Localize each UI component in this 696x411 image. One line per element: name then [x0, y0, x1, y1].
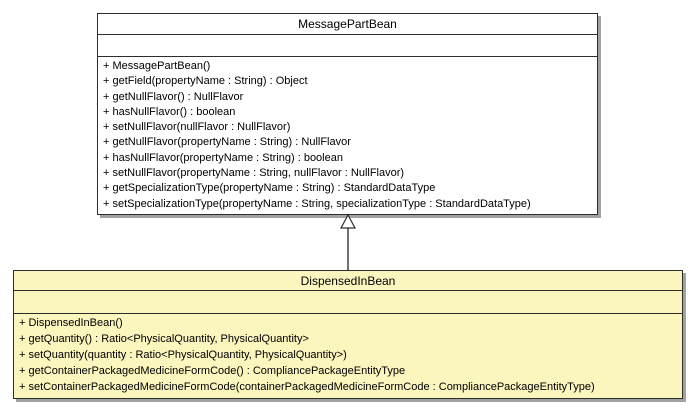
- method-signature: + hasNullFlavor(propertyName : String) :…: [103, 151, 343, 164]
- method-signature: + getQuantity() : Ratio<PhysicalQuantity…: [19, 333, 309, 345]
- methods-compartment: + MessagePartBean() + getField(propertyNa…: [98, 57, 597, 214]
- method-signature: + setContainerPackagedMedicineFormCode(c…: [19, 381, 595, 393]
- method-signature: + setNullFlavor(propertyName : String, n…: [103, 167, 405, 180]
- method-signature: + getSpecializationType(propertyName : S…: [103, 182, 436, 195]
- class-box-messagepartbean[interactable]: MessagePartBean + MessagePartBean() + get…: [97, 13, 598, 215]
- method-signature: + getNullFlavor() : NullFlavor: [103, 90, 244, 103]
- method-signature: + setNullFlavor(nullFlavor : NullFlavor): [103, 121, 291, 134]
- class-box-dispensedinbean[interactable]: DispensedInBean + DispensedInBean() + get…: [13, 270, 683, 399]
- class-title-messagepartbean: MessagePartBean: [98, 14, 597, 35]
- method-signature: + hasNullFlavor() : boolean: [103, 105, 236, 118]
- hollow-triangle-arrowhead: [339, 213, 357, 229]
- methods-compartment: + DispensedInBean() + getQuantity() : Rat…: [14, 314, 682, 398]
- method-signature: + getContainerPackagedMedicineFormCode()…: [19, 365, 406, 377]
- method-signature: + setQuantity(quantity : Ratio<PhysicalQ…: [19, 349, 347, 361]
- attributes-compartment: [98, 35, 597, 57]
- generalization-arrow: [339, 213, 357, 271]
- class-title-dispensedinbean: DispensedInBean: [14, 271, 682, 291]
- attributes-compartment: [14, 291, 682, 314]
- method-signature: + getField(propertyName : String) : Obje…: [103, 75, 308, 88]
- method-signature: + getNullFlavor(propertyName : String) :…: [103, 136, 351, 149]
- method-signature: + MessagePartBean(): [103, 60, 211, 72]
- method-signature: + DispensedInBean(): [19, 317, 123, 329]
- method-signature: + setSpecializationType(propertyName : S…: [103, 197, 531, 210]
